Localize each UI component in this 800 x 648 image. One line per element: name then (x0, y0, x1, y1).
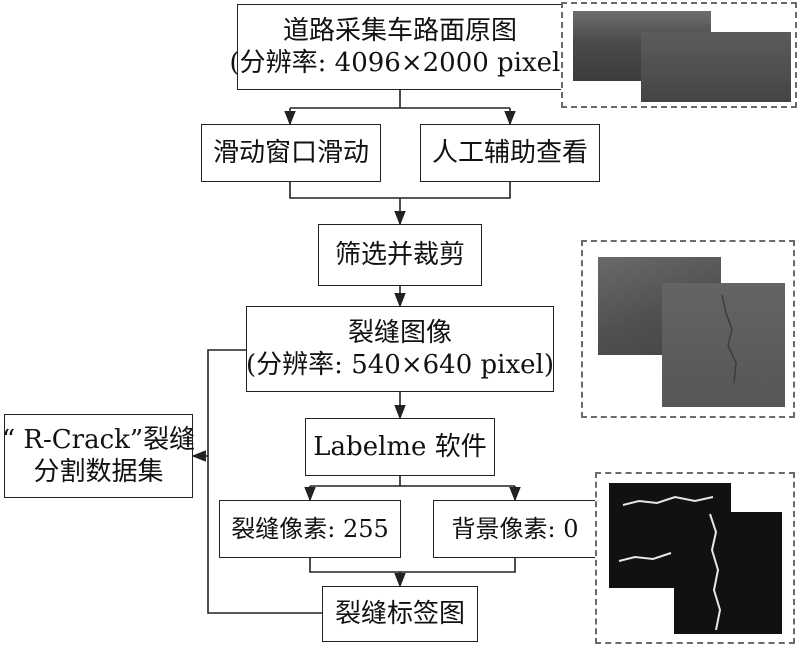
raw-image-box: 道路采集车路面原图 (分辨率: 4096×2000 pixel) (229, 4, 571, 90)
arrow-labelme-split (310, 476, 515, 500)
label-map-front (674, 512, 782, 634)
crack-line-front (709, 513, 722, 631)
raw-image-title: 道路采集车路面原图 (282, 15, 517, 46)
sliding-window-label: 滑动窗口滑动 (212, 137, 369, 168)
labelme-box: Labelme 软件 (305, 418, 495, 476)
manual-check-label: 人工辅助查看 (431, 137, 588, 168)
arrow-to-sliding-window (290, 107, 510, 124)
background-pixel-box: 背景像素: 0 (433, 500, 597, 558)
line-crack-image-to-dataset (207, 349, 322, 614)
label-map-label: 裂缝标签图 (334, 598, 465, 629)
dataset-title: “ R-Crack”裂缝 (1, 424, 196, 455)
dataset-box: “ R-Crack”裂缝 分割数据集 (1, 414, 196, 498)
background-pixel-label: 背景像素: 0 (451, 515, 579, 543)
raw-image-preview-panel (561, 2, 797, 108)
label-map-box: 裂缝标签图 (322, 586, 478, 642)
filter-crop-label: 筛选并裁剪 (334, 239, 465, 270)
crack-image-resolution: (分辨率: 540×640 pixel) (246, 350, 554, 380)
label-map-preview-panel (595, 472, 795, 644)
crack-image-preview-panel (581, 240, 795, 418)
raw-photo-front (641, 32, 791, 102)
manual-check-box: 人工辅助查看 (420, 124, 600, 182)
labelme-label: Labelme 软件 (313, 431, 487, 462)
crack-pixel-box: 裂缝像素: 255 (219, 500, 401, 558)
filter-crop-box: 筛选并裁剪 (318, 224, 482, 286)
crack-image-title: 裂缝图像 (347, 317, 452, 348)
arrow-merge-to-label-map (309, 558, 516, 586)
dataset-subtitle: 分割数据集 (33, 457, 164, 487)
crack-pixel-label: 裂缝像素: 255 (231, 515, 389, 543)
raw-image-resolution: (分辨率: 4096×2000 pixel) (229, 48, 571, 78)
crack-texture (721, 294, 737, 384)
arrow-merge-to-filter (289, 182, 511, 224)
crack-line-back (618, 495, 714, 562)
sliding-window-box: 滑动窗口滑动 (201, 124, 381, 182)
crack-photo-front (662, 283, 785, 407)
crack-image-box: 裂缝图像 (分辨率: 540×640 pixel) (246, 306, 554, 392)
